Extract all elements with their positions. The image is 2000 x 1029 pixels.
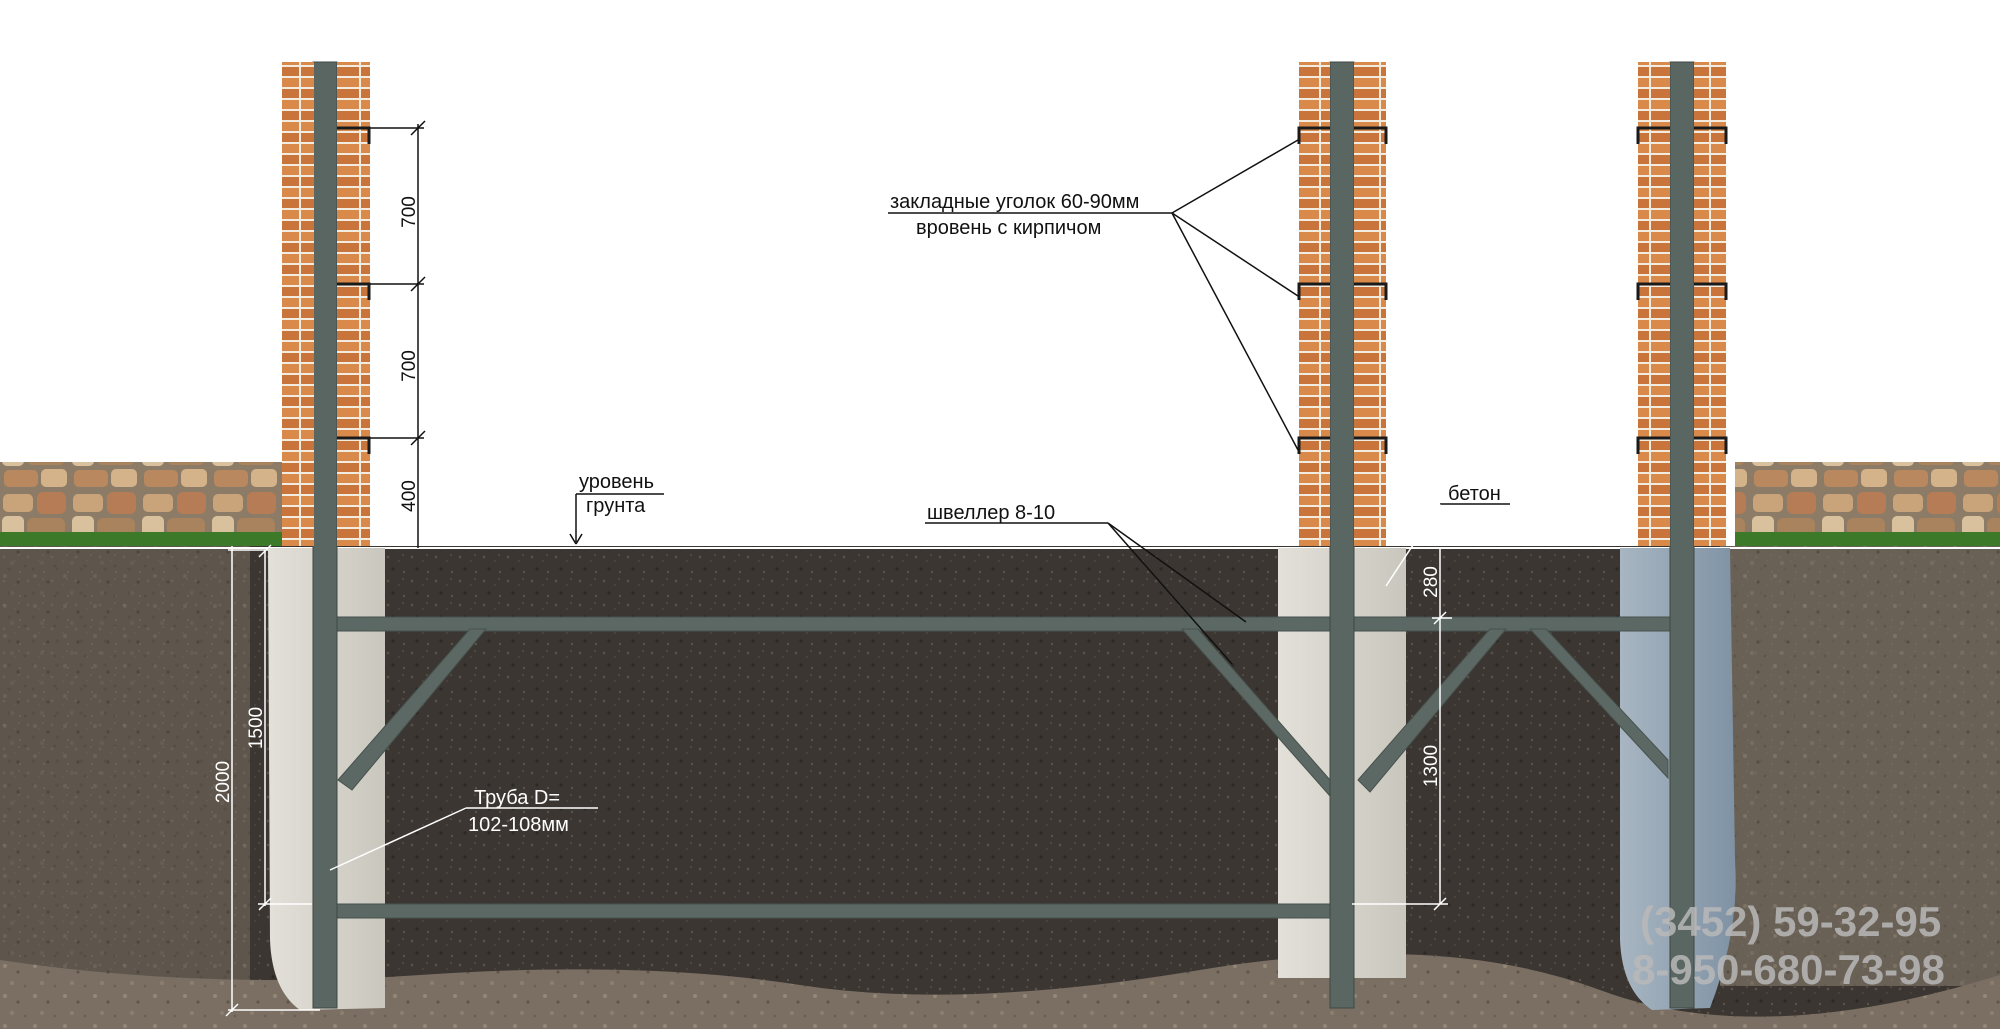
embed-label-line2: вровень с кирпичом <box>916 217 1101 239</box>
concrete-label: бетон <box>1448 483 1501 505</box>
brace-right-a <box>1357 628 1508 793</box>
dim-1500: 1500 <box>246 707 267 749</box>
channel-beams <box>334 616 1671 919</box>
brick-column-right <box>1638 62 1726 546</box>
pipe-right <box>1669 61 1695 1009</box>
channel-label: швеллер 8-10 <box>927 502 1055 524</box>
pipe-middle <box>1329 61 1355 1009</box>
brace-right-b <box>1528 628 1669 780</box>
steel-pipes <box>312 61 1695 1009</box>
brick-column-middle <box>1299 62 1386 546</box>
dimension-lines-lower-middle <box>1352 547 1452 911</box>
channel-beam-lower <box>334 903 1331 919</box>
channel-beam-upper-right <box>1349 616 1671 632</box>
dim-400: 400 <box>399 480 420 512</box>
stone-wall-right <box>1735 462 2000 546</box>
brick-column-left <box>282 62 370 546</box>
pipe-left <box>312 61 338 1009</box>
dim-700-upper: 700 <box>399 196 420 228</box>
dimension-lines-upper <box>370 120 426 548</box>
brace-left <box>337 628 488 791</box>
leader-lines <box>569 139 1510 665</box>
embedded-angles <box>337 126 1728 454</box>
dim-2000: 2000 <box>213 761 234 803</box>
phone-number-2: 8-950-680-73-98 <box>1632 946 1945 993</box>
stone-wall-left <box>0 462 282 546</box>
ground-level-label-line1: уровень <box>579 471 654 493</box>
pipe-label-line1: Труба D= <box>474 787 560 809</box>
embed-label-line1: закладные уголок 60-90мм <box>890 191 1139 213</box>
phone-number-1: (3452) 59-32-95 <box>1640 898 1941 945</box>
ground-level-label-line2: грунта <box>586 495 646 517</box>
dim-700-lower: 700 <box>399 350 420 382</box>
pipe-label-line2: 102-108мм <box>468 814 569 836</box>
pipe-leader <box>329 807 467 871</box>
concrete-leader <box>1385 503 1441 587</box>
dimension-lines-lower-left <box>225 544 320 1017</box>
dim-280: 280 <box>1421 566 1442 598</box>
dim-1300: 1300 <box>1421 745 1442 787</box>
